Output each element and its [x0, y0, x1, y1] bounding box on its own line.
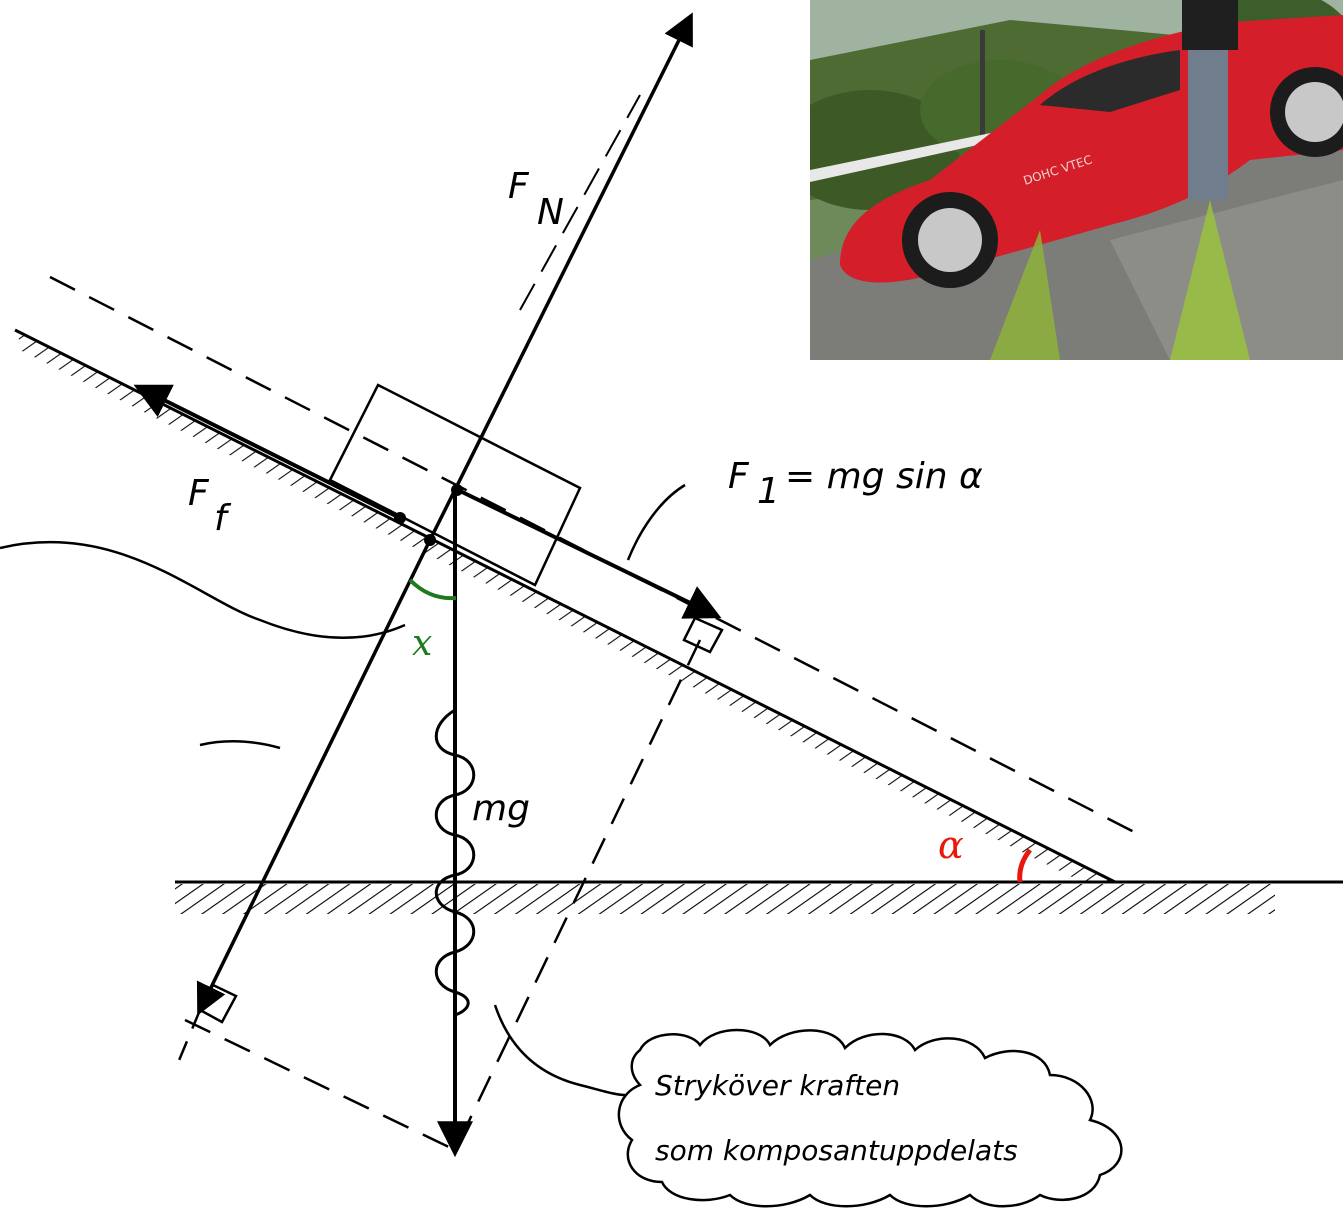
right-angle-mark-bottom [198, 983, 238, 1024]
pointer-curve-left [0, 540, 406, 639]
block-on-incline [328, 383, 582, 587]
normal-force-arrow [428, 12, 693, 541]
note-text-line2: som komposantuppdelats [655, 1134, 1018, 1167]
ground-surface [175, 880, 1343, 914]
contact-point [424, 534, 436, 546]
strikeout-squiggle [434, 708, 476, 1017]
right-angle-mark-right [682, 616, 724, 654]
svg-text:1: 1 [757, 471, 780, 512]
photo-illustration: DOHC VTEC [810, 0, 1343, 360]
dashed-construction-line-1 [453, 639, 702, 1151]
friction-application-point [394, 512, 406, 524]
svg-text:F: F [508, 166, 530, 207]
svg-text:= mg sin α: = mg sin α [785, 456, 983, 497]
dashed-parallel-line [49, 275, 1141, 837]
label-normal-force: F N [508, 166, 564, 233]
note-cloud-bubble [617, 1028, 1123, 1208]
svg-text:N: N [537, 192, 564, 233]
incline-surface [14, 328, 1116, 884]
label-parallel-component: F 1 = mg sin α [728, 456, 983, 512]
dashed-construction-line-2 [184, 1018, 456, 1152]
friction-force-arrow [133, 384, 401, 520]
svg-text:f: f [214, 498, 232, 539]
perpendicular-component-arrow [196, 539, 432, 1016]
pointer-curve-note [493, 1004, 626, 1097]
label-angle-x: x [412, 623, 432, 664]
label-weight: mg [472, 788, 530, 829]
note-text-line1: Stryköver kraften [655, 1069, 900, 1102]
label-angle-alpha: α [938, 823, 964, 867]
stray-stroke [199, 740, 281, 750]
label-friction-force: F f [188, 473, 232, 539]
svg-text:F: F [728, 456, 750, 497]
normal-force-dashed-extension [519, 94, 641, 311]
svg-text:F: F [188, 473, 210, 514]
photo-car-on-steep-street: DOHC VTEC [810, 0, 1343, 360]
parallel-component-arrow [457, 488, 722, 619]
label-bracket-curve [626, 483, 686, 561]
dashed-construction-line-3 [173, 1009, 202, 1071]
angle-alpha-arc [1017, 848, 1032, 883]
center-of-mass-point [451, 484, 463, 496]
angle-x-arc [408, 578, 457, 601]
